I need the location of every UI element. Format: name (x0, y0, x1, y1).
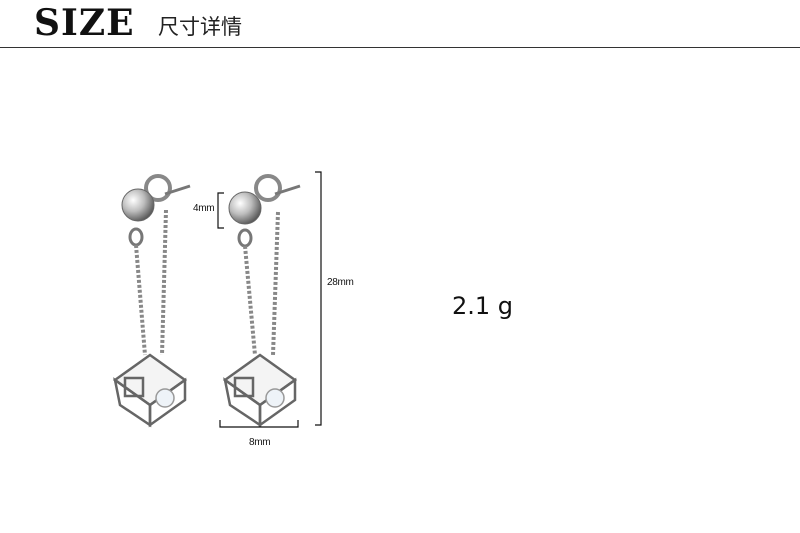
size-title: SIZE (34, 2, 135, 44)
header-divider (0, 47, 800, 48)
earring-pair-icon (112, 171, 322, 428)
width-label: 8mm (249, 437, 271, 448)
size-subtitle: 尺寸详情 (158, 15, 242, 39)
right-earring (222, 174, 301, 428)
page-header: SIZE 尺寸详情 (0, 0, 800, 48)
weight-label: 2.1 g (452, 292, 514, 320)
dimension-lines (217, 171, 322, 428)
left-earring (112, 174, 191, 428)
length-label: 28mm (327, 277, 354, 288)
ball-size-label: 4mm (193, 203, 215, 214)
